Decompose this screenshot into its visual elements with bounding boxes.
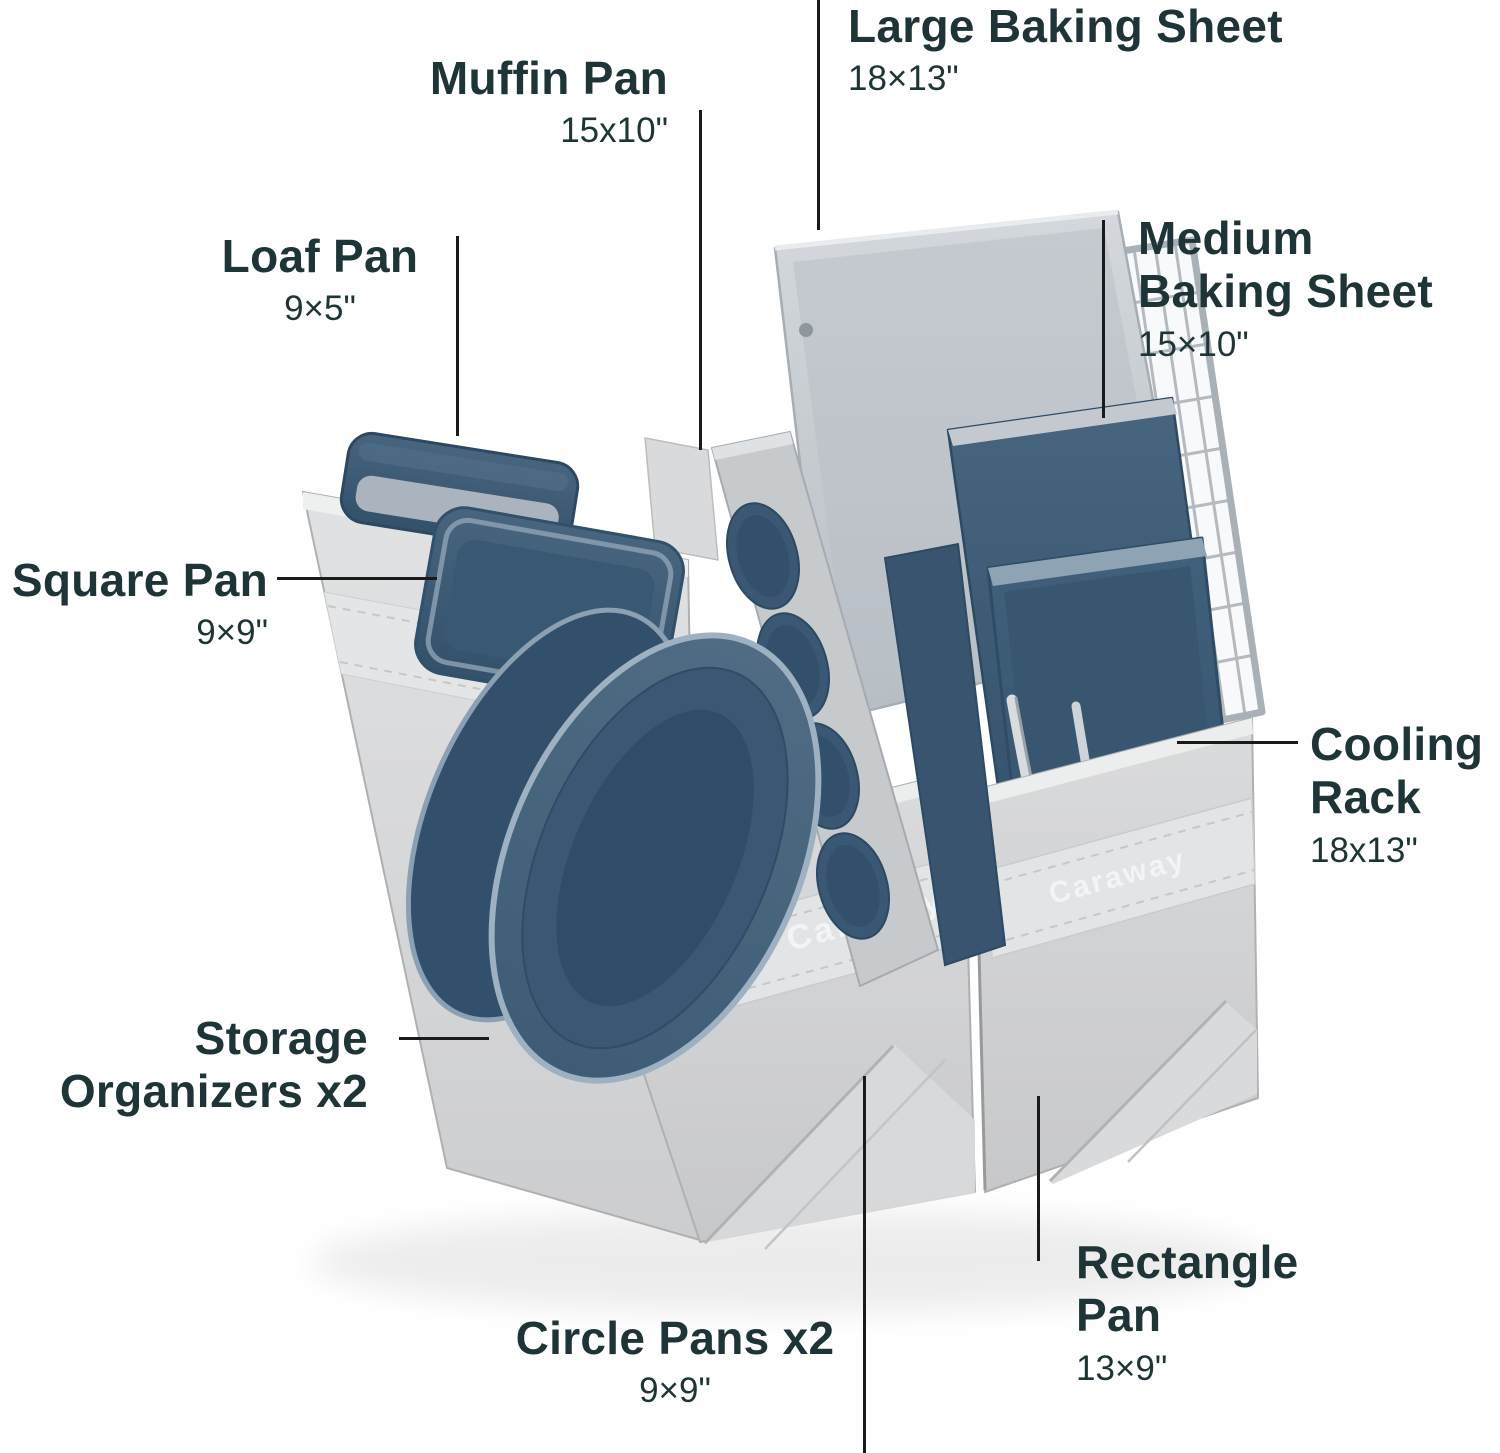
divider-edges-left xyxy=(702,1044,975,1250)
leader-rectangle-pan xyxy=(1037,1096,1040,1261)
dimension-loaf-pan: 9×5" xyxy=(284,289,356,329)
leader-medium-baking-sheet xyxy=(1102,220,1105,418)
muffin-pan xyxy=(711,431,939,987)
dimension-large-baking-sheet: 18×13" xyxy=(848,59,959,99)
callout-circle-pans: Circle Pans x2 9×9" xyxy=(487,1312,863,1411)
callout-large-baking-sheet: Large Baking Sheet 18×13" xyxy=(848,0,1283,99)
leader-storage-organizers xyxy=(399,1037,489,1040)
circle-pan-front xyxy=(488,632,822,1084)
leader-muffin-pan xyxy=(699,110,702,450)
storage-organizer-right: Caraway xyxy=(973,717,1259,1193)
leader-circle-pans xyxy=(863,1076,866,1453)
label-muffin-pan: Muffin Pan xyxy=(429,52,668,104)
ground-shadow xyxy=(310,1210,1270,1314)
label-circle-pans: Circle Pans x2 xyxy=(515,1312,835,1364)
label-large-baking-sheet: Large Baking Sheet xyxy=(848,0,1283,52)
divider-edges-right xyxy=(1050,1002,1257,1184)
callout-rectangle-pan: Rectangle Pan 13×9" xyxy=(1076,1236,1299,1388)
label-loaf-pan: Loaf Pan xyxy=(221,230,419,282)
bin-divider-top xyxy=(644,437,719,561)
sheet-rivet xyxy=(799,323,813,337)
callout-loaf-pan: Loaf Pan 9×5" xyxy=(205,230,435,329)
callout-muffin-pan: Muffin Pan 15x10" xyxy=(430,52,668,151)
leader-cooling-rack xyxy=(1177,741,1298,744)
label-storage-organizers-line2: Organizers x2 xyxy=(59,1065,368,1118)
label-storage-organizers-line1: Storage xyxy=(194,1012,368,1064)
dimension-rectangle-pan: 13×9" xyxy=(1076,1348,1168,1388)
label-cooling-rack-line1: Cooling xyxy=(1310,718,1484,770)
leader-square-pan xyxy=(277,577,437,580)
label-cooling-rack-line2: Rack xyxy=(1310,771,1422,824)
muffin-cups xyxy=(726,502,890,940)
dimension-cooling-rack: 18x13" xyxy=(1310,830,1418,870)
dimension-square-pan: 9×9" xyxy=(196,613,268,653)
callout-storage-organizers: Storage Organizers x2 xyxy=(30,1012,368,1119)
dimension-medium-baking-sheet: 15×10" xyxy=(1138,324,1249,364)
leader-loaf-pan xyxy=(456,236,459,436)
dimension-circle-pans: 9×9" xyxy=(639,1371,711,1411)
callout-square-pan: Square Pan 9×9" xyxy=(0,554,268,653)
callout-cooling-rack: Cooling Rack 18x13" xyxy=(1310,718,1483,870)
callout-medium-baking-sheet: Medium Baking Sheet 15×10" xyxy=(1138,212,1433,364)
label-medium-baking-sheet-line1: Medium xyxy=(1138,212,1314,264)
strap-right-stitching xyxy=(989,811,1255,945)
label-medium-baking-sheet-line2: Baking Sheet xyxy=(1138,265,1434,318)
label-square-pan: Square Pan xyxy=(11,554,268,606)
leader-large-baking-sheet xyxy=(817,0,820,230)
label-rectangle-pan-line1: Rectangle xyxy=(1076,1236,1299,1288)
label-rectangle-pan-line2: Pan xyxy=(1076,1289,1162,1342)
pan-edge xyxy=(883,542,1007,967)
dimension-muffin-pan: 15x10" xyxy=(560,111,668,151)
